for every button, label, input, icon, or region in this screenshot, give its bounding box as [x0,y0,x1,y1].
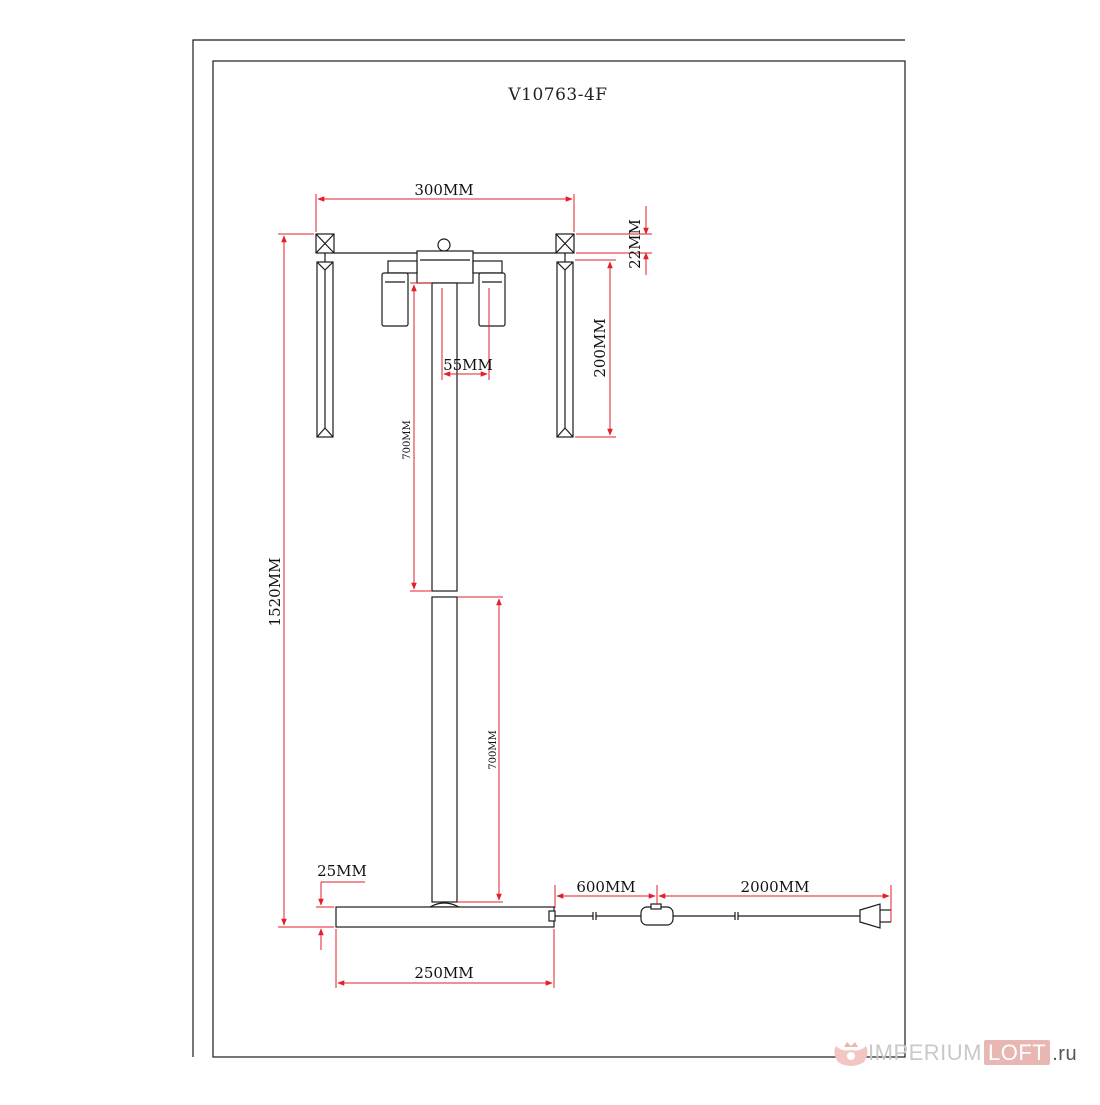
hub-arm-right [472,260,503,274]
dim-label-55: 55MM [443,356,493,374]
watermark-accent: LOFT [984,1040,1051,1065]
dimension-lines [278,194,892,988]
drawing-frame [192,39,906,1058]
inline-switch [640,906,674,926]
upper-rod [431,282,458,592]
top-finial [437,238,451,252]
dim-label-25: 25MM [317,862,367,880]
lamp-body [315,233,891,929]
dim-label-700-lower: 700MM [488,730,499,770]
dim-label-300: 300MM [414,181,473,199]
dim-label-600: 600MM [576,878,635,896]
dim-label-2000: 2000MM [741,878,810,896]
right-hanging-shade [556,253,574,438]
dim-label-1520: 1520MM [266,558,284,627]
dim-label-700-upper: 700MM [402,420,413,460]
center-hub [416,250,474,284]
lamp-base [335,906,555,928]
cord-exit [548,910,556,922]
bulb-left [381,272,409,327]
left-hanging-shade [316,253,334,438]
dim-label-22: 22MM [626,219,644,269]
watermark-domain: .ru [1052,1043,1078,1065]
lower-rod [431,596,458,903]
watermark-brand: IMPERIUM [868,1040,982,1065]
bulb-right [478,272,506,327]
power-plug [859,903,881,929]
drawing-title: V10763-4F [507,85,607,105]
dim-label-250: 250MM [414,964,473,982]
dim-label-200: 200MM [591,318,609,377]
crown-shield-icon [834,1042,868,1066]
hub-arm-left [387,260,418,274]
